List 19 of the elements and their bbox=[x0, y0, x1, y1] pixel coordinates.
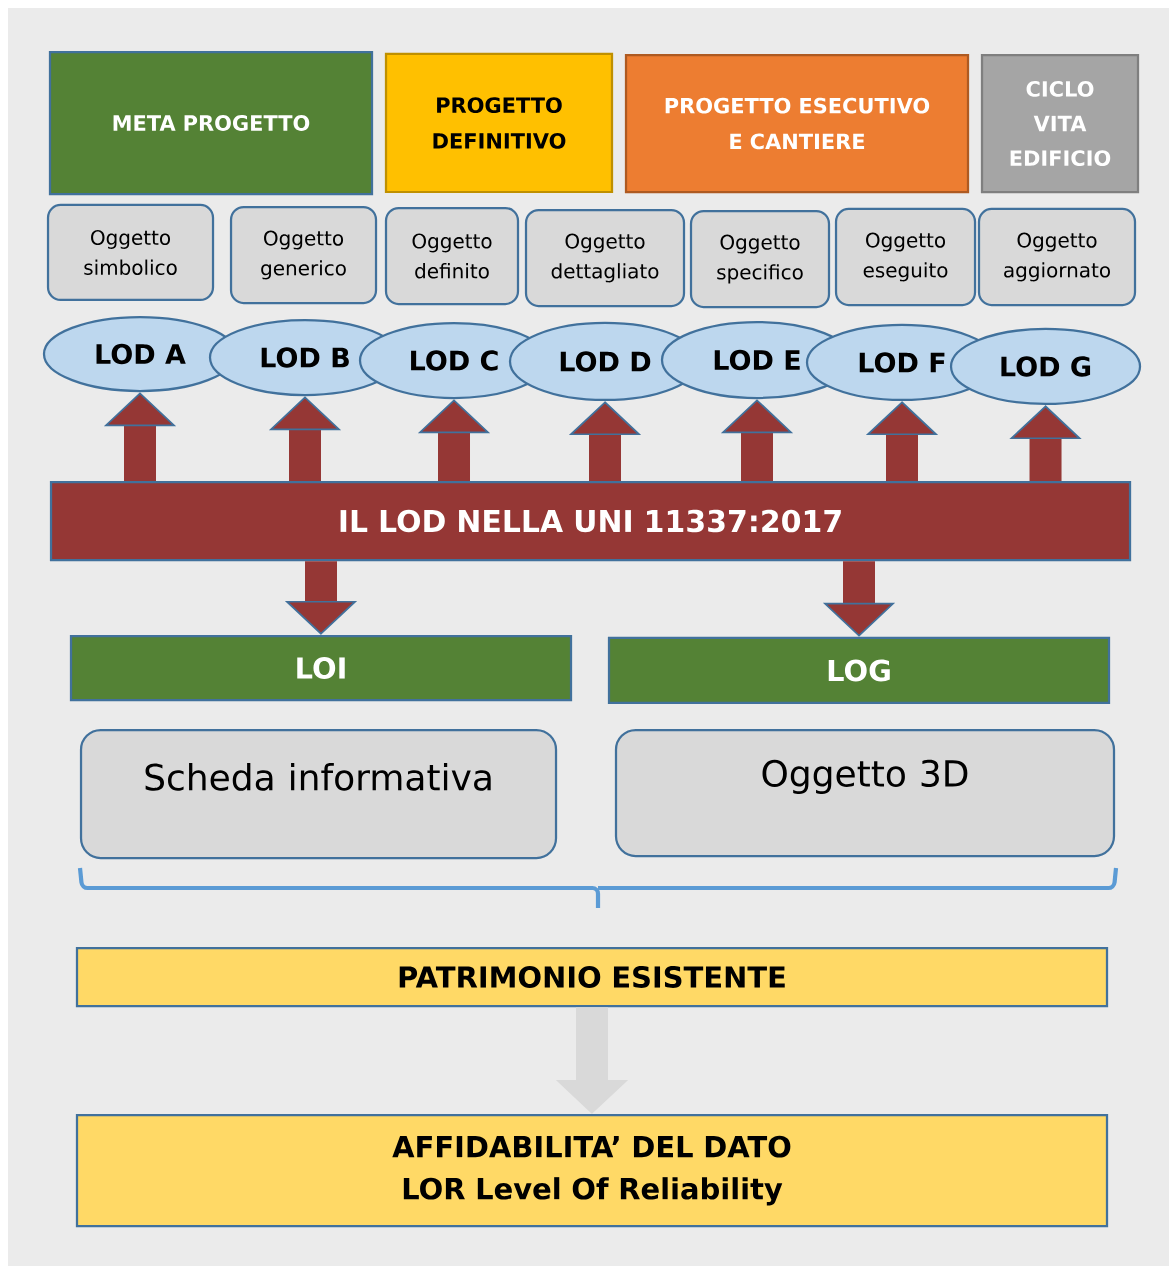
node-label: LOD G bbox=[1001, 356, 1091, 377]
object-box: Oggetto dettagliato bbox=[524, 208, 686, 308]
object-box: Oggetto aggiornato bbox=[977, 207, 1137, 307]
object-box: Oggetto simbolico bbox=[46, 203, 215, 302]
phase-box: PROGETTO DEFINITIVO bbox=[384, 52, 614, 194]
object-box: Oggetto specifico bbox=[689, 209, 831, 309]
phase-box: CICLO VITA EDIFICIO bbox=[980, 53, 1140, 194]
category-bar: LOI bbox=[69, 634, 573, 702]
title-banner: IL LOD NELLA UNI 11337:2017 bbox=[49, 480, 1132, 562]
category-bar: LOG bbox=[607, 636, 1111, 705]
phase-box: PROGETTO ESECUTIVO E CANTIERE bbox=[624, 53, 970, 194]
object-box: Oggetto eseguito bbox=[834, 207, 977, 307]
status-box: PATRIMONIO ESISTENTE bbox=[75, 946, 1109, 1008]
object-box: Oggetto definito bbox=[384, 206, 520, 306]
content-box: Scheda informativa bbox=[79, 728, 558, 860]
status-box: AFFIDABILITA’ DEL DATO LOR Level Of Reliability bbox=[75, 1113, 1109, 1228]
object-box: Oggetto generico bbox=[229, 205, 378, 305]
content-box: Oggetto 3D bbox=[614, 728, 1116, 858]
phase-box: META PROGETTO bbox=[48, 50, 374, 196]
